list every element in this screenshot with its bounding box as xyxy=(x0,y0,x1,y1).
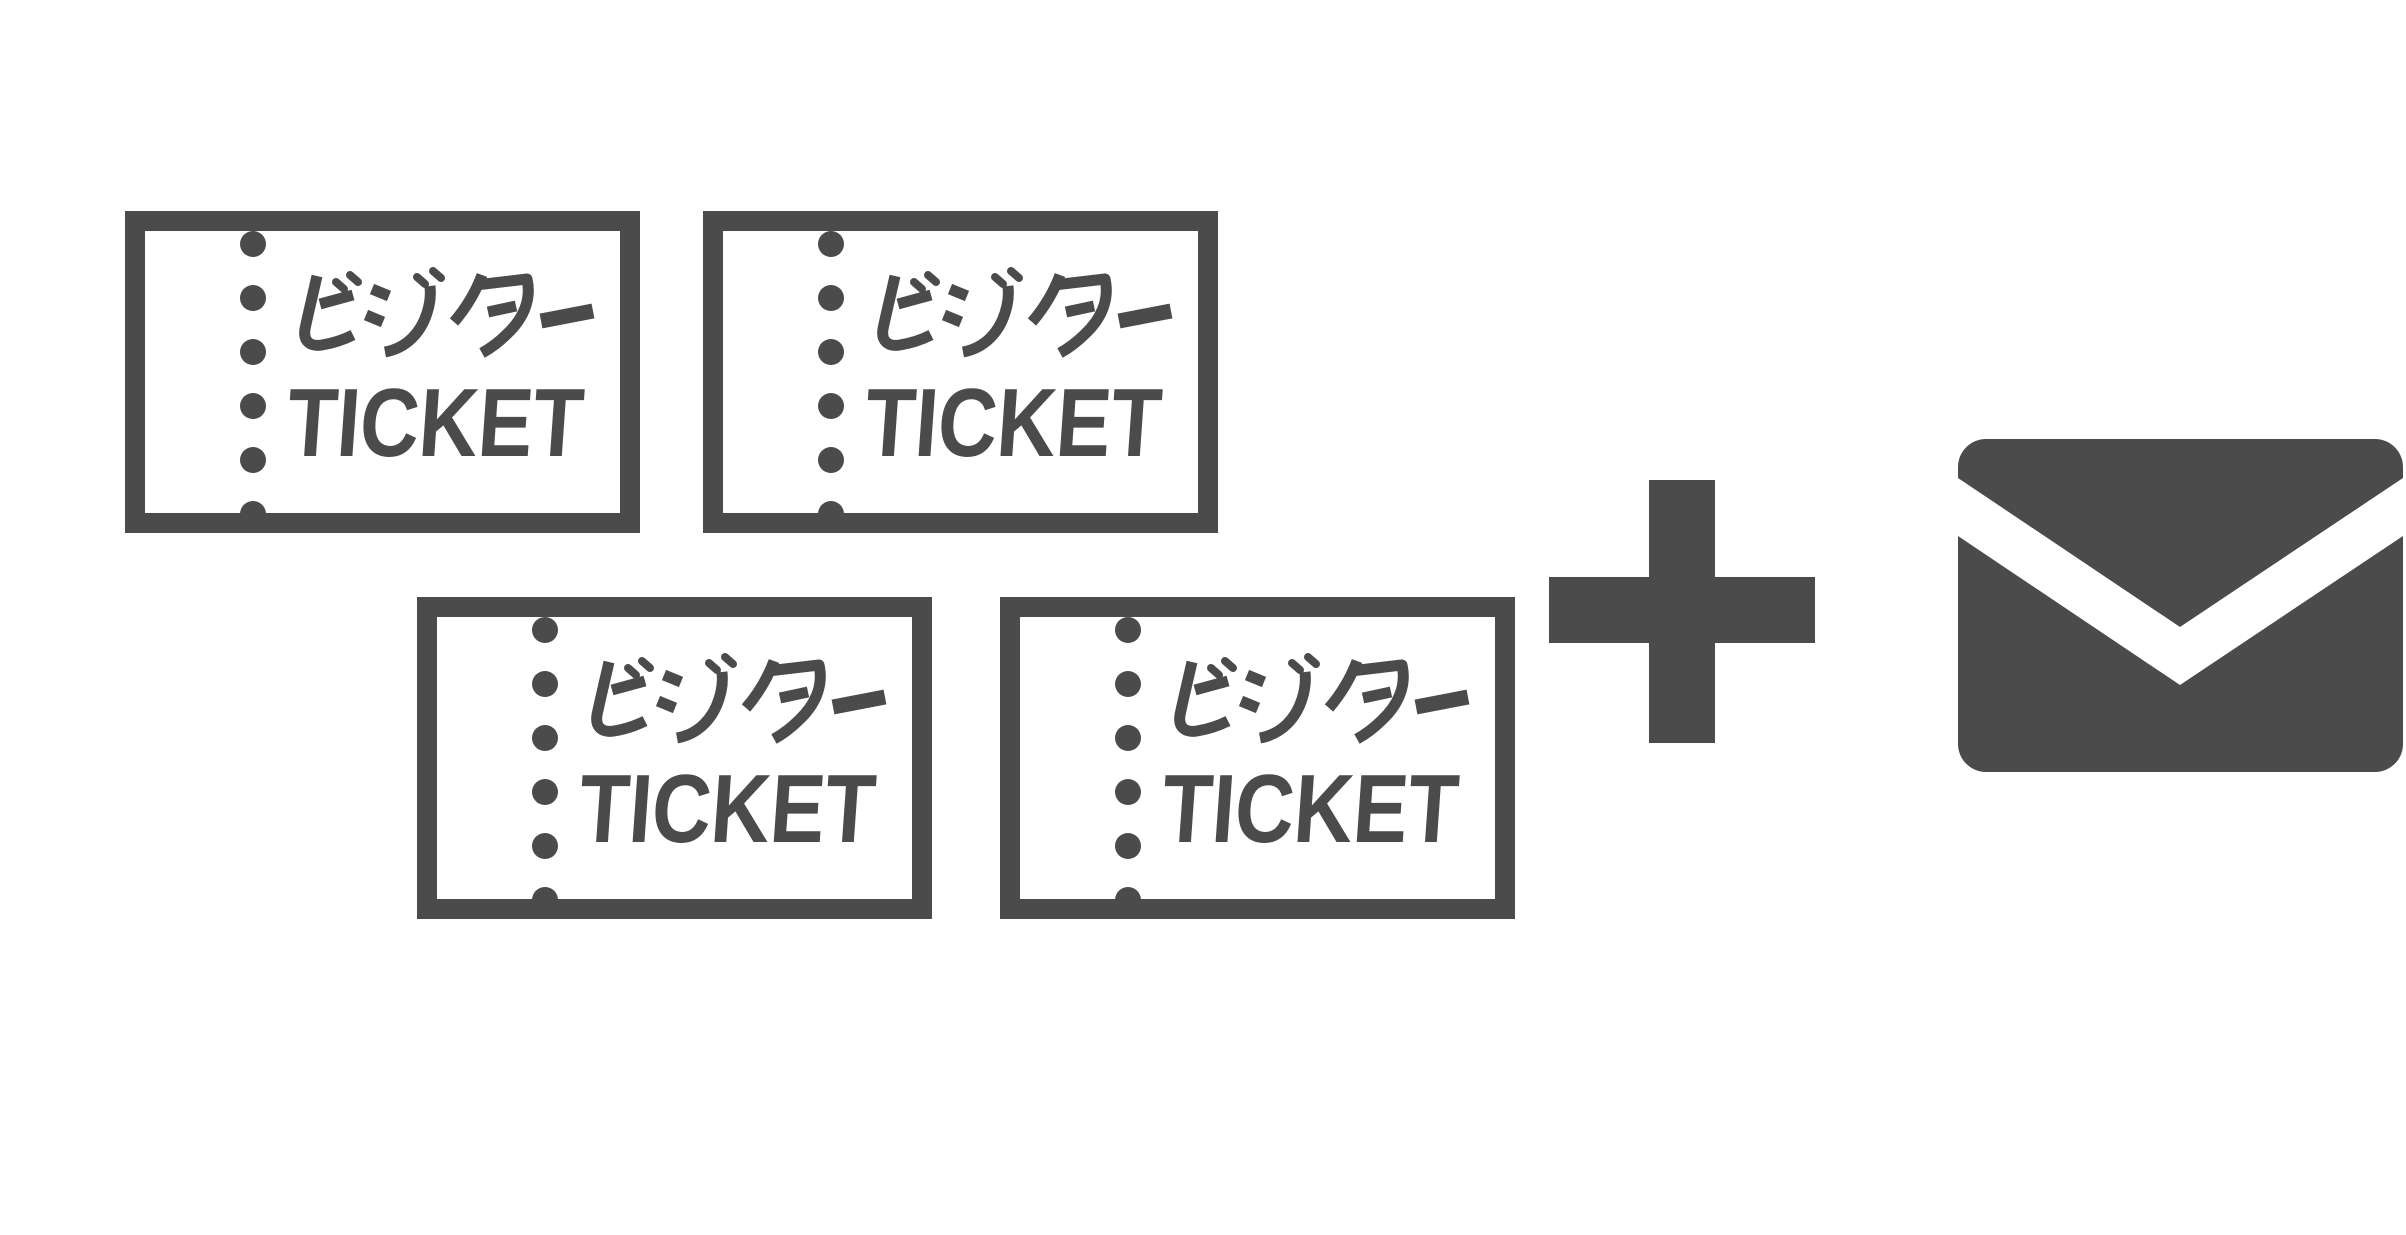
envelope-body xyxy=(1958,439,2403,772)
ticket-kana-graphic xyxy=(883,271,1171,353)
visitor-ticket-4: ビジター TICKET xyxy=(1000,597,1515,919)
ticket-border xyxy=(1000,597,1515,919)
perforation-dots xyxy=(1115,617,1141,913)
visitor-ticket-1: ビジター TICKET xyxy=(125,211,640,533)
ticket-line2-text: TICKET xyxy=(1159,754,1463,863)
ticket-line2-text: TICKET xyxy=(862,368,1166,477)
envelope-icon xyxy=(1958,439,2403,772)
plus-icon-graphic xyxy=(1549,480,1815,743)
ticket-kana-graphic xyxy=(305,271,593,353)
visitor-ticket-2: ビジター TICKET xyxy=(703,211,1218,533)
ticket-icon: TICKET xyxy=(125,211,640,533)
ticket-icon: TICKET xyxy=(703,211,1218,533)
ticket-kana-graphic xyxy=(597,657,885,739)
ticket-border xyxy=(417,597,932,919)
plus-icon: + xyxy=(1549,480,1815,743)
perforation-dots xyxy=(240,231,266,527)
visitor-ticket-3: ビジター TICKET xyxy=(417,597,932,919)
envelope-flap-gap xyxy=(1958,478,2403,685)
ticket-line2-text: TICKET xyxy=(284,368,588,477)
ticket-icon: TICKET xyxy=(417,597,932,919)
perforation-dots xyxy=(532,617,558,913)
envelope-icon-graphic xyxy=(1958,439,2403,772)
ticket-kana-graphic xyxy=(1180,657,1468,739)
perforation-dots xyxy=(818,231,844,527)
ticket-border xyxy=(703,211,1218,533)
ticket-border xyxy=(125,211,640,533)
ticket-line2-text: TICKET xyxy=(576,754,880,863)
ticket-icon: TICKET xyxy=(1000,597,1515,919)
